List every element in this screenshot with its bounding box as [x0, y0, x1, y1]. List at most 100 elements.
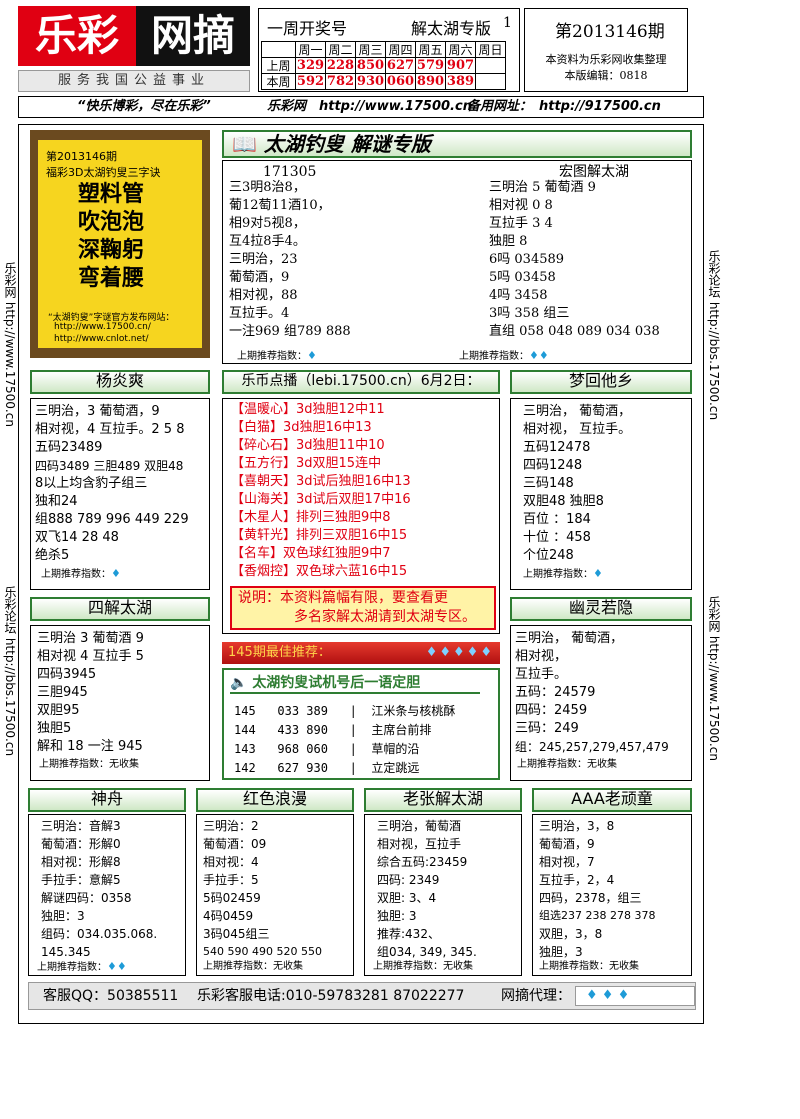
last-week-label: 上周	[261, 57, 296, 74]
weekday: 周一	[295, 41, 326, 58]
aaa-line: 独胆，3	[539, 945, 583, 959]
draw-number: 389	[445, 73, 476, 90]
laozhang-line: 组034, 349, 345.	[377, 945, 477, 959]
hongse-line: 3码045组三	[203, 927, 270, 941]
draw-number: 850	[355, 57, 386, 74]
taihu-right-line: 3吗 358 组三	[489, 306, 570, 321]
youling-body: 三明治， 葡萄酒， 相对视， 互拉手。 五码：24579 四码：2459 三码：…	[510, 625, 692, 781]
meng-line: 双胆48 独胆8	[523, 494, 604, 509]
hongse-line: 5码02459	[203, 891, 261, 905]
weekday: 周日	[475, 41, 506, 58]
shenzhou-body: 三明治：音解3 葡萄酒：形解0 相对视：形解8 手拉手：意解5 解谜四码：035…	[28, 814, 186, 976]
logo-black: 网摘	[136, 6, 250, 66]
draw-number: 930	[355, 73, 386, 90]
yang-line: 组888 789 996 449 229	[35, 512, 189, 527]
meng-line: 四码1248	[523, 458, 583, 473]
lebi-line: 【黄轩光】排列三双胆16中15	[231, 528, 408, 543]
taihu-left-line: 互拉手。4	[229, 306, 290, 321]
draw-number: 579	[415, 57, 446, 74]
footer-agent: 网摘代理：	[501, 988, 571, 1004]
taihu-left-line: 葡萄酒，9	[229, 270, 290, 285]
yang-line: 独和24	[35, 494, 78, 509]
hongse-line: 葡萄酒：09	[203, 837, 267, 851]
lebi-line: 【木星人】排列三独胆9中8	[231, 510, 391, 525]
hongse-header: 红色浪漫	[196, 788, 354, 812]
footer-bar: 客服QQ：50385511 乐彩客服电话:010-59783281 870222…	[28, 982, 696, 1010]
side-text-left-bottom: 乐彩论坛 http://bbs.17500.cn	[3, 586, 17, 757]
sijie-body: 三明治 3 葡萄酒 9 相对视 4 互拉手 5 四码3945 三胆945 双胆9…	[30, 625, 210, 781]
content-frame	[18, 124, 704, 1024]
hongse-line: 手拉手：5	[203, 873, 259, 887]
taihu-body: 171305 三3明8治8， 葡12萄11酒10， 相9对5视8， 互4拉8手4…	[222, 160, 692, 364]
editor-note: 本版编辑：0818	[564, 69, 648, 82]
youling-header: 幽灵若隐	[510, 597, 692, 621]
lebi-line: 【温暖心】3d独胆12中11	[231, 402, 385, 417]
side-text-left-top: 乐彩网 http://www.17500.cn	[3, 262, 17, 427]
backup-label: 备用网址：	[467, 99, 533, 114]
logo: 乐彩 网摘	[18, 6, 250, 66]
sijie-line: 三胆945	[37, 685, 88, 700]
aaa-line: 三明治，3，8	[539, 819, 615, 833]
lebi-line: 【名车】双色球红独胆9中7	[231, 546, 391, 561]
youling-note: 上期推荐指数：无收集	[517, 759, 617, 770]
yang-line: 四码3489 三胆489 双胆48	[35, 459, 184, 473]
meng-line: 三明治， 葡萄酒，	[523, 404, 632, 419]
shenzhou-line: 独胆：3	[41, 909, 85, 923]
motto-bar: “快乐博彩，尽在乐彩” 乐彩网 http://www.17500.cn 备用网址…	[18, 96, 704, 118]
laozhang-note: 上期推荐指数：无收集	[373, 961, 473, 972]
shenzhou-line: 组码：034.035.068.	[41, 927, 158, 941]
draw-number: 907	[445, 57, 476, 74]
weekday: 周三	[355, 41, 386, 58]
backup-link[interactable]: http://917500.cn	[539, 99, 661, 114]
trial-row: 144 433 890 | 主席台前排	[234, 723, 432, 737]
hongse-line: 4码0459	[203, 909, 254, 923]
youling-line: 相对视，	[515, 649, 568, 664]
trial-title: 太湖钓叟试机号后一语定胆	[252, 675, 421, 691]
diamond-icon: ♦	[307, 349, 317, 362]
shenzhou-line: 三明治：音解3	[41, 819, 121, 833]
yang-line: 双飞14 28 48	[35, 530, 119, 545]
draw-title: 一周开奖号	[267, 19, 348, 38]
laozhang-line: 推荐:432、	[377, 927, 440, 941]
taihu-right-line: 5吗 03458	[489, 270, 556, 285]
promo-line: 塑料管	[78, 181, 145, 207]
diamond-icon: ♦	[593, 567, 603, 580]
lebi-line: 【五方行】3d双胆15连中	[231, 456, 382, 471]
aaa-line: 双胆，3，8	[539, 927, 603, 941]
draw-page: 1	[503, 15, 512, 31]
sijie-line: 解和 18 一注 945	[37, 739, 143, 754]
draw-number	[475, 57, 506, 74]
hongse-line: 540 590 490 520 550	[203, 945, 322, 958]
sijie-line: 相对视 4 互拉手 5	[37, 649, 144, 664]
lebi-line: 【白猫】3d独胆16中13	[231, 420, 372, 435]
book-icon: 📖	[232, 132, 257, 156]
taihu-left-line: 三明治，23	[229, 252, 298, 267]
promo-url[interactable]: http://www.cnlot.net/	[54, 334, 149, 344]
promo-url[interactable]: http://www.17500.cn/	[54, 322, 151, 332]
sijie-line: 独胆5	[37, 721, 72, 736]
lebi-line: 【喜朝天】3d试后独胆16中13	[231, 474, 411, 489]
taihu-title: 太湖钓叟 解谜专版	[263, 132, 431, 156]
yang-body: 三明治，3 葡萄酒，9 相对视，4 互拉手。2 5 8 五码23489 四码34…	[30, 398, 210, 590]
meng-body: 三明治， 葡萄酒， 相对视， 互拉手。 五码12478 四码1248 三码148…	[510, 398, 692, 590]
weekday: 周五	[415, 41, 446, 58]
slogan: 服务我国公益事业	[18, 70, 250, 92]
aaa-line: 四码，2378，组三	[539, 891, 642, 905]
speaker-icon: 🔈	[230, 675, 248, 691]
draw-number: 228	[325, 57, 356, 74]
yang-note: 上期推荐指数：	[41, 569, 111, 580]
yang-line: 五码23489	[35, 440, 103, 455]
taihu-right-line: 互拉手 3 4	[489, 216, 553, 231]
promo-subtitle: 福彩3D太湖钓叟三字诀	[46, 166, 161, 179]
weekday: 周六	[445, 41, 476, 58]
site-link[interactable]: http://www.17500.cn	[319, 99, 472, 114]
this-week-label: 本周	[261, 73, 296, 90]
yang-line: 绝杀5	[35, 548, 70, 563]
trial-row: 142 627 930 | 立定跳远	[234, 761, 420, 775]
lebi-line: 【山海关】3d试后双胆17中16	[231, 492, 411, 507]
promo-line: 弯着腰	[78, 265, 145, 291]
meng-note: 上期推荐指数：	[523, 569, 593, 580]
taihu-header: 📖 太湖钓叟 解谜专版	[222, 130, 692, 158]
youling-line: 四码：2459	[515, 703, 588, 718]
taihu-left-line: 相对视，88	[229, 288, 298, 303]
